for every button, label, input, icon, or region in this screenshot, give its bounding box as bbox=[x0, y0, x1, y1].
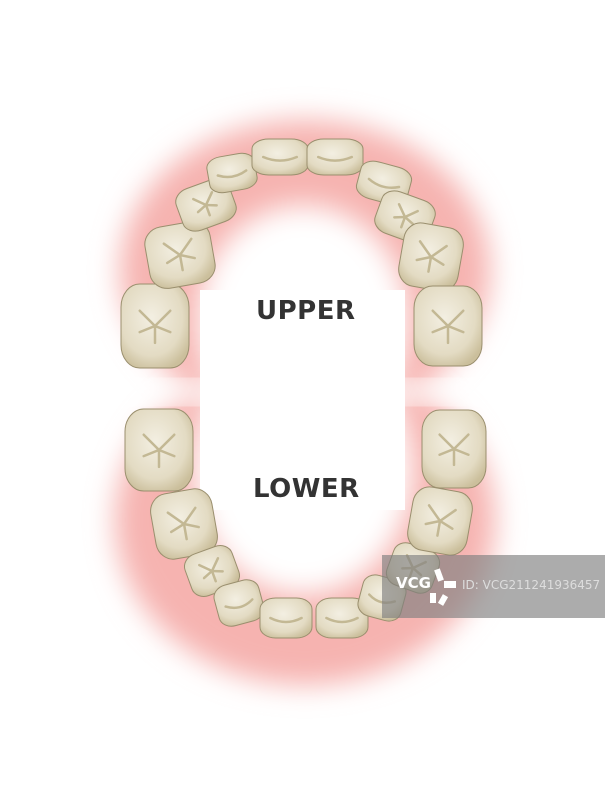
upper-tooth-inc bbox=[306, 138, 364, 176]
lower-jaw-label: LOWER bbox=[253, 474, 360, 504]
lower-tooth-pre bbox=[183, 545, 241, 597]
watermark-logo: VCG bbox=[396, 574, 431, 592]
lower-tooth-molar bbox=[407, 486, 473, 556]
upper-tooth-inc bbox=[206, 152, 258, 194]
upper-tooth-molar bbox=[398, 222, 464, 292]
upper-tooth-molar bbox=[120, 283, 190, 369]
upper-tooth-molar bbox=[413, 285, 483, 367]
upper-tooth-molar bbox=[144, 221, 216, 289]
lower-tooth-inc bbox=[213, 579, 265, 627]
lower-tooth-inc bbox=[315, 597, 369, 639]
upper-tooth-inc bbox=[251, 138, 309, 176]
lower-tooth-molar bbox=[124, 408, 194, 492]
watermark-id: ID: VCG211241936457 bbox=[462, 578, 601, 592]
lower-tooth-molar bbox=[150, 488, 218, 560]
upper-jaw-label: UPPER bbox=[256, 296, 356, 326]
watermark-mark-icon bbox=[430, 568, 456, 606]
lower-tooth-molar bbox=[421, 409, 487, 489]
watermark: VCG ID: VCG211241936457 bbox=[382, 555, 605, 618]
lower-tooth-inc bbox=[259, 597, 313, 639]
